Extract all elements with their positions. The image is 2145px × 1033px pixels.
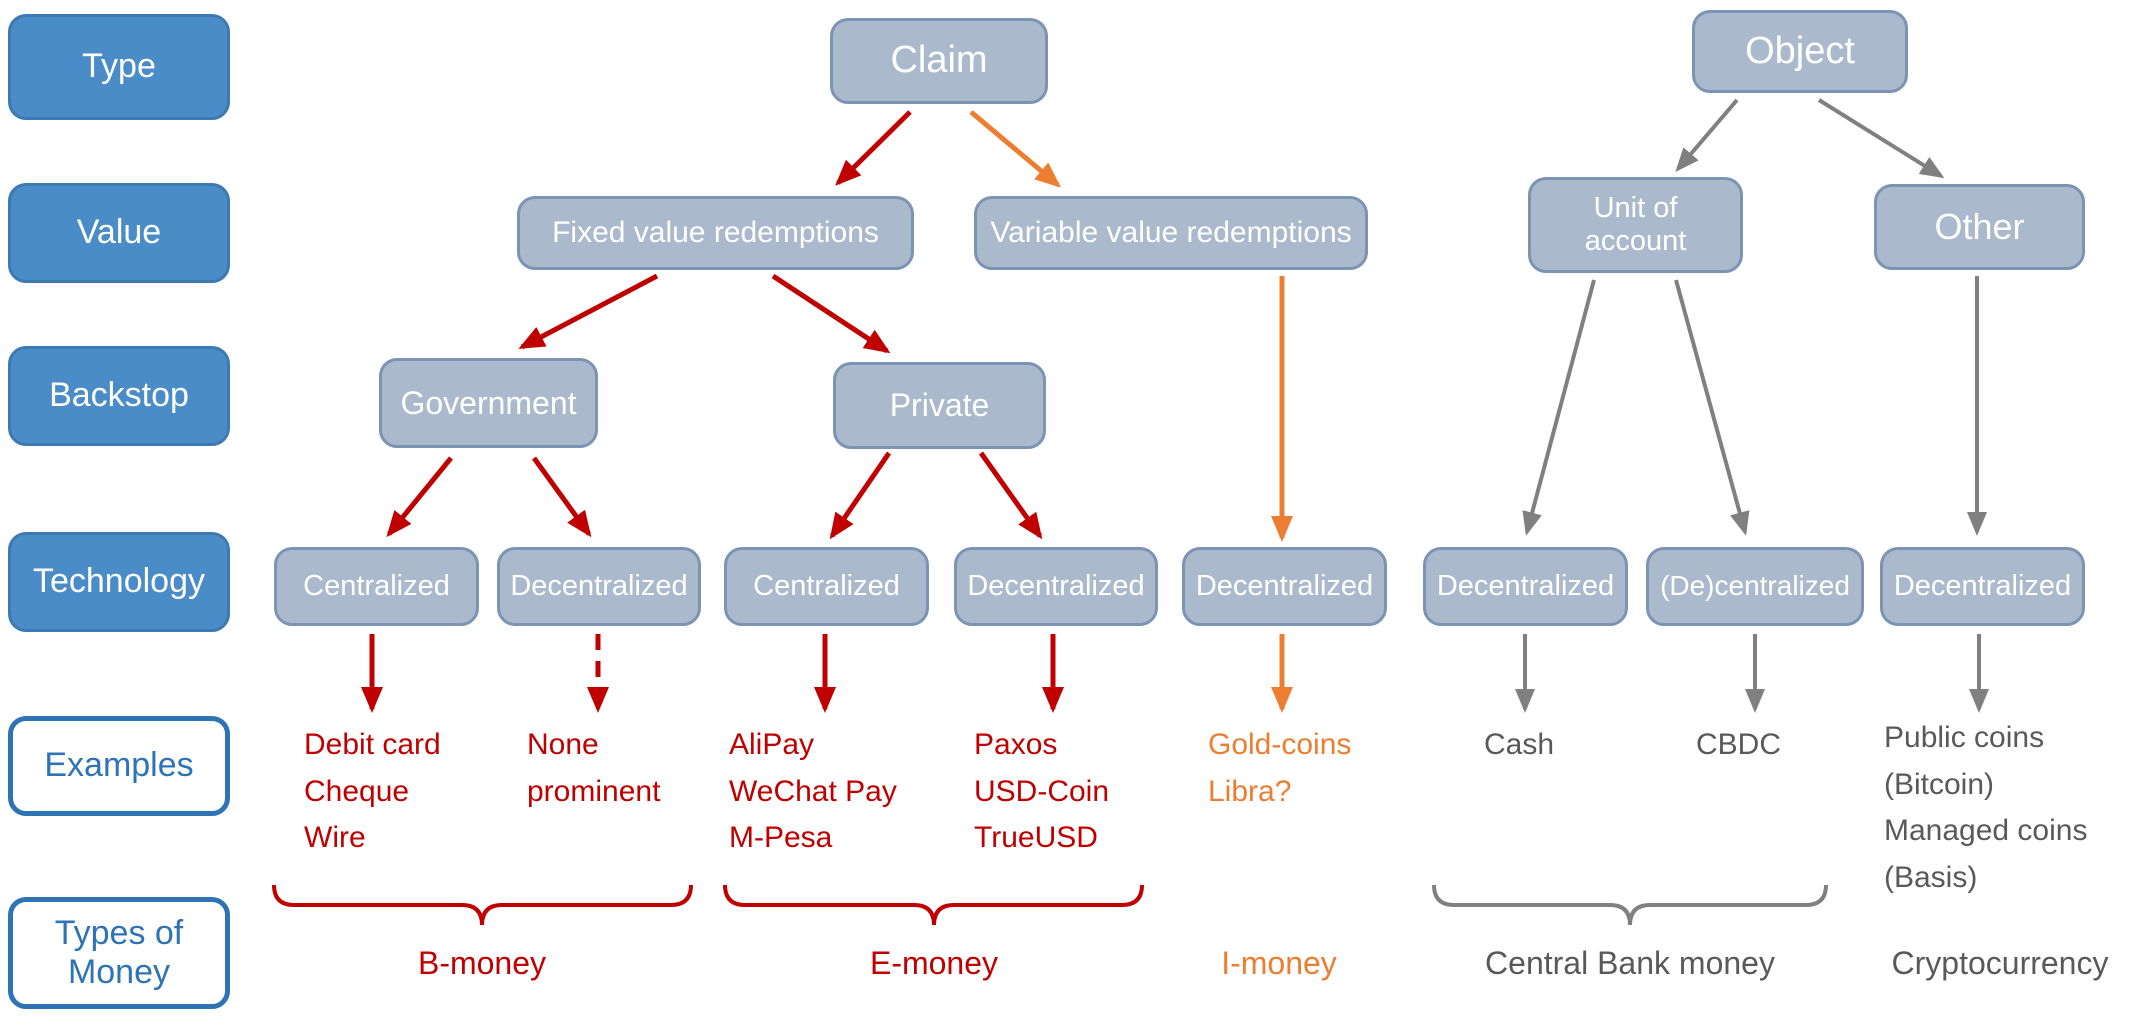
node-claim: Claim: [830, 18, 1048, 104]
node-tech-decentralized-private: Decentralized: [954, 547, 1158, 626]
node-tech-decentralized-uoa: Decentralized: [1423, 547, 1628, 626]
examples-none-prominent: None prominent: [527, 728, 661, 808]
examples-paxos: Paxos USD-Coin TrueUSD: [974, 728, 1110, 854]
money-type-b-money: B-money: [417, 945, 547, 981]
node-tech-centralized-government: Centralized: [274, 547, 479, 626]
node-variable-value-redemptions: Variable value redemptions: [974, 196, 1368, 270]
money-type-i-money: I-money: [1221, 945, 1337, 981]
arrow-claim-to-variable: [969, 110, 1062, 188]
row-label-examples: Examples: [8, 716, 230, 816]
arrow-government-to-centralized: [386, 456, 453, 538]
examples-debit-card: Debit card Cheque Wire: [304, 728, 441, 854]
row-label-type: Type: [8, 14, 230, 120]
money-type-e-money: E-money: [869, 945, 999, 981]
examples-gold-coins: Gold-coins Libra?: [1208, 728, 1352, 808]
money-type-central-bank-money: Central Bank money: [1485, 945, 1775, 981]
row-label-backstop: Backstop: [8, 346, 230, 446]
node-tech-de-centralized-uoa: (De)centralized: [1646, 547, 1864, 626]
examples-cash: Cash: [1484, 728, 1555, 761]
row-label-value: Value: [8, 183, 230, 283]
node-tech-centralized-private: Centralized: [724, 547, 929, 626]
node-private: Private: [833, 362, 1046, 449]
node-object: Object: [1692, 10, 1908, 93]
examples-cbdc: CBDC: [1696, 728, 1782, 761]
node-other: Other: [1874, 184, 2085, 270]
money-type-cryptocurrency: Cryptocurrency: [1891, 945, 2109, 981]
examples-alipay: AliPay WeChat Pay M-Pesa: [729, 728, 897, 854]
node-fixed-value-redemptions: Fixed value redemptions: [517, 196, 914, 270]
node-tech-decentralized-variable: Decentralized: [1182, 547, 1387, 626]
arrow-fixed-to-government: [518, 273, 659, 350]
row-label-types-of-money: Types of Money: [8, 897, 230, 1009]
arrow-object-to-other: [1817, 98, 1945, 179]
brace-e-money: [723, 884, 1144, 926]
arrow-fixed-to-private: [771, 273, 891, 354]
arrow-claim-to-fixed: [835, 110, 912, 186]
arrow-government-to-decentralized: [531, 456, 592, 538]
row-label-technology: Technology: [8, 532, 230, 632]
examples-public-coins: Public coins (Bitcoin) Managed coins (Ba…: [1884, 721, 2088, 894]
arrow-object-to-unit-of-account: [1675, 98, 1739, 173]
node-unit-of-account: Unit of account: [1528, 177, 1743, 273]
node-tech-decentralized-other: Decentralized: [1880, 547, 2085, 626]
arrow-uoa-to-de-centralized: [1674, 279, 1750, 536]
brace-b-money: [272, 884, 693, 926]
node-tech-decentralized-government: Decentralized: [497, 547, 701, 626]
brace-central-bank-money: [1432, 884, 1828, 926]
arrow-private-to-decentralized: [978, 451, 1043, 540]
node-government: Government: [379, 358, 598, 448]
arrow-uoa-to-decentralized: [1522, 279, 1596, 536]
arrow-private-to-centralized: [829, 451, 892, 540]
